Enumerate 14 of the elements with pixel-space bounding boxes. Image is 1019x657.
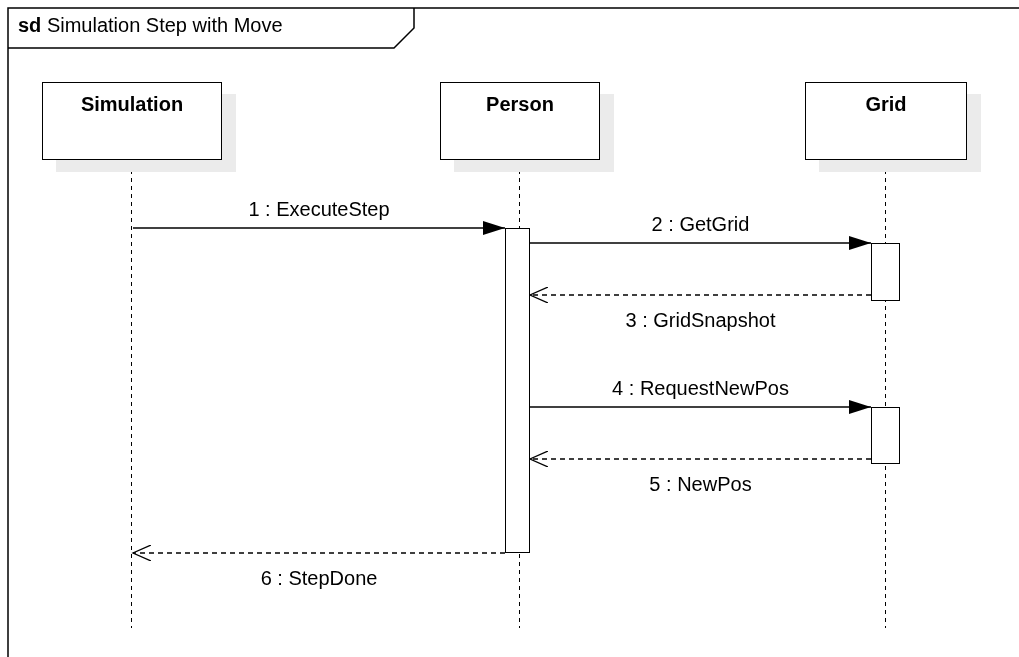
lifeline-name: Simulation: [80, 93, 184, 116]
activation-bar: [871, 407, 900, 464]
diagram-title: sd Simulation Step with Move: [18, 14, 283, 37]
message-arrow: [132, 221, 506, 235]
return-message-arrow: [132, 544, 506, 562]
return-message-arrow: [529, 450, 872, 468]
lifeline-name: Grid: [865, 93, 907, 116]
lifeline-name: Person: [486, 93, 554, 116]
return-message-arrow: [529, 286, 872, 304]
message-arrow: [529, 236, 872, 250]
edge-label: 3 : GridSnapshot: [623, 309, 778, 331]
activation-bar: [505, 228, 530, 553]
message-arrow: [529, 400, 872, 414]
activation-bar: [871, 243, 900, 301]
